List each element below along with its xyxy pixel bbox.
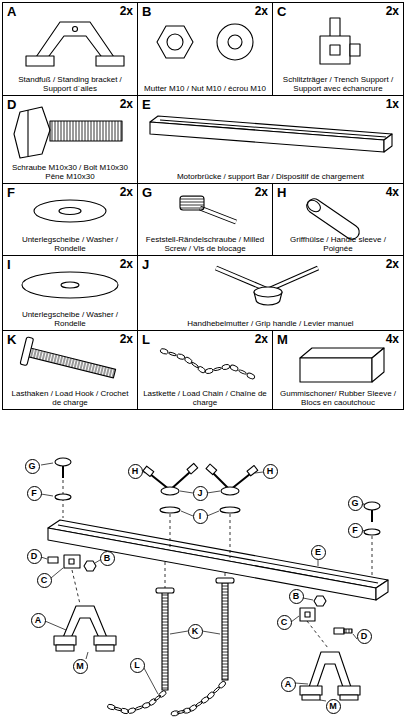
part-name: Lastkette / Load Chain / Chaîne de charg… [142,389,268,407]
callout-letter: F [27,486,42,501]
part-panel: F 2xUnterlegscheibe / Washer / Rondelle [2,183,138,256]
part-letter: C [277,4,286,19]
quantity: 4x [386,185,399,199]
callout-letter: H [128,464,143,479]
callout-letter: G [25,459,40,474]
part-letter: H [277,185,286,200]
callout-letter: B [289,589,304,604]
part-panel: L 2xLastkette / Load Chain / Chaîne de ch… [137,330,273,410]
quantity: 2x [386,4,399,18]
part-name: Schraube M10x30 / Bolt M10x30 Pêne M10x3… [7,163,133,181]
part-letter: A [7,4,16,19]
callout-letter: M [326,699,341,714]
part-letter: D [7,97,16,112]
quantity: 2x [120,257,133,271]
part-letter: M [277,332,288,347]
part-panel: M 4xGummischoner/ Rubber Sleeve / Blocs e… [272,330,404,410]
part-panel: K 2xLasthaken / Load Hook / Crochet de ch… [2,330,138,410]
part-name: Unterlegscheibe / Washer / Rondelle [7,310,133,328]
part-letter: B [142,4,151,19]
part-letter: L [142,332,150,347]
callout-letter: D [357,629,372,644]
callout-letter: L [130,658,145,673]
part-panel: G 2xFeststell-Rändelschraube / Milled Scr… [137,183,273,256]
part-letter: G [142,185,152,200]
part-panel: I 2xUnterlegscheibe / Washer / Rondelle [2,255,138,331]
quantity: 4x [386,332,399,346]
quantity: 2x [255,4,268,18]
quantity: 1x [386,97,399,111]
part-name: Unterlegscheibe / Washer / Rondelle [7,235,133,253]
part-panel: H 4xGriffhülse / Handle sleeve / Poignée [272,183,404,256]
part-panel: J 2xHandhebelmutter / Grip handle / Levie… [137,255,404,331]
part-name: Handhebelmutter / Grip handle / Levier m… [142,319,399,328]
callout-letter: K [188,624,203,639]
callout-letter: M [73,659,88,674]
part-panel: E 1xMotorbrücke / support Bar / Dispositi… [137,95,404,184]
callout-letter: A [31,613,46,628]
part-name: Griffhülse / Handle sleeve / Poignée [277,235,399,253]
callout-letter: F [348,523,363,538]
quantity: 2x [120,97,133,111]
quantity: 2x [120,332,133,346]
part-name: Feststell-Rändelschraube / Milled Screw … [142,235,268,253]
part-letter: J [142,257,149,272]
callout-letter: D [27,549,42,564]
part-name: Standfuß / Standing bracket / Support d´… [7,75,133,93]
part-letter: I [7,257,11,272]
quantity: 2x [255,185,268,199]
part-name: Lasthaken / Load Hook / Crochet de charg… [7,389,133,407]
part-letter: E [142,97,151,112]
callout-letter: J [193,486,208,501]
part-panel: C 2xSchlitzträger / Trench Support / Supp… [272,2,404,96]
part-letter: K [7,332,16,347]
quantity: 2x [120,4,133,18]
callout-letter: A [281,677,296,692]
part-name: Gummischoner/ Rubber Sleeve / Blocs en c… [277,389,399,407]
part-letter: F [7,185,15,200]
callout-letter: C [37,573,52,588]
callout-letter: I [193,509,208,524]
part-panel: B 2xMutter M10 / Nut M10 / écrou M10 [137,2,273,96]
part-panel: D 2xSchraube M10x30 / Bolt M10x30 Pêne M1… [2,95,138,184]
part-name: Schlitzträger / Trench Support / Support… [277,75,399,93]
callout-letter: C [277,615,292,630]
callout-letter: E [311,545,326,560]
quantity: 2x [386,257,399,271]
part-panel: A 2xStandfuß / Standing bracket / Support… [2,2,138,96]
part-name: Motorbrücke / support Bar / Dispositif d… [142,172,399,181]
quantity: 2x [255,332,268,346]
callout-letter: G [348,496,363,511]
quantity: 2x [120,185,133,199]
callout-letter: B [100,551,115,566]
callout-letter: H [263,464,278,479]
part-name: Mutter M10 / Nut M10 / écrou M10 [142,84,268,93]
